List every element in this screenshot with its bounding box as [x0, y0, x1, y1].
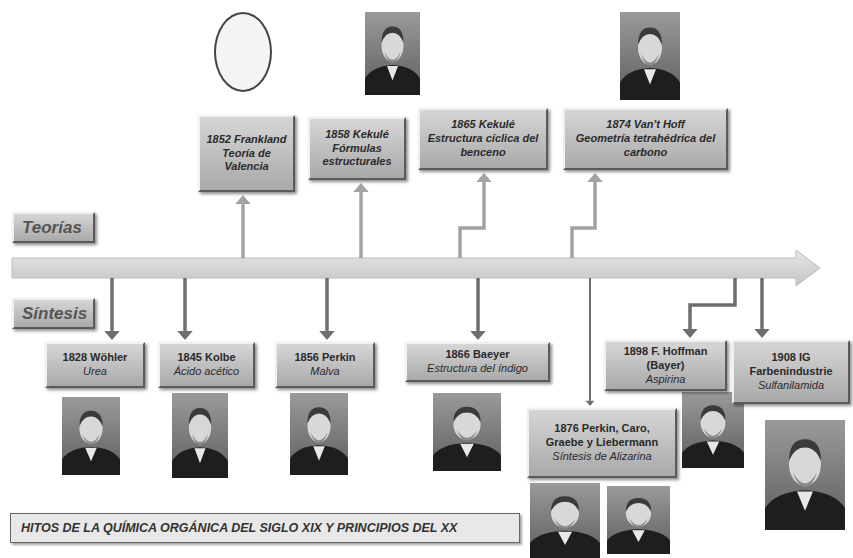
- theory-box: 1852 FranklandTeoría de Valencia: [198, 115, 295, 192]
- box-body: Malva: [310, 365, 339, 379]
- pointer-line: [760, 278, 764, 329]
- pointer-line: [572, 182, 595, 258]
- box-body: Teoría de Valencia: [205, 147, 288, 175]
- box-heading: 1874 Van't Hoff: [606, 118, 684, 132]
- synthesis-box: 1908 IG FarbenindustrieSulfanilamida: [732, 340, 850, 404]
- pointer-line: [110, 278, 114, 331]
- theory-box: 1874 Van't HoffGeometría tetrahédrica de…: [563, 108, 728, 170]
- diagram-title: HITOS DE LA QUÍMICA ORGÁNICA DEL SIGLO X…: [10, 513, 520, 543]
- box-body: Aspirina: [646, 373, 686, 387]
- pointer-line: [325, 278, 329, 331]
- box-heading: 1856 Perkin: [294, 351, 355, 365]
- box-body: Urea: [83, 365, 107, 379]
- arrow-head: [177, 331, 192, 340]
- portraits: [62, 12, 845, 558]
- row-tag: Teorías: [12, 212, 95, 243]
- box-heading: 1828 Wöhler: [63, 351, 128, 365]
- box-heading: 1866 Baeyer: [445, 348, 509, 362]
- pointer-line: [241, 204, 245, 258]
- arrow-head: [235, 195, 250, 204]
- synthesis-box: 1898 F. Hoffman (Bayer)Aspirina: [604, 340, 727, 391]
- arrow-head: [754, 329, 769, 338]
- box-heading: 1858 Kekulé: [325, 128, 389, 142]
- box-body: Sulfanilamida: [758, 379, 824, 393]
- arrow-head: [682, 329, 697, 338]
- box-heading: 1865 Kekulé: [451, 118, 515, 132]
- synthesis-box: 1828 WöhlerUrea: [45, 342, 145, 388]
- pointer-line: [460, 182, 484, 258]
- pointer-line: [589, 278, 591, 401]
- synthesis-box: 1845 KolbeÁcido acético: [158, 342, 255, 388]
- box-body: Geometría tetrahédrica del carbono: [570, 132, 721, 160]
- synthesis-box: 1876 Perkin, Caro, Graebe y LiebermannSí…: [527, 408, 677, 478]
- box-body: Fórmulas estructurales: [315, 142, 399, 170]
- arrow-head: [587, 173, 602, 182]
- synthesis-box: 1866 BaeyerEstructura del índigo: [405, 342, 550, 382]
- box-heading: Síntesis: [22, 303, 87, 324]
- pointer-line: [359, 192, 363, 258]
- box-heading: 1845 Kolbe: [177, 351, 235, 365]
- arrow-head: [353, 183, 368, 192]
- pointer-line: [476, 278, 480, 331]
- box-body: Estructura cíclica del benceno: [425, 132, 541, 160]
- arrow-head: [476, 173, 491, 182]
- theory-box: 1865 KekuléEstructura cíclica del bencen…: [418, 108, 548, 170]
- box-heading: 1876 Perkin, Caro, Graebe y Liebermann: [534, 422, 670, 450]
- theory-box: 1858 KekuléFórmulas estructurales: [308, 117, 406, 180]
- box-heading: 1852 Frankland: [206, 133, 286, 147]
- timeline-arrow: [12, 250, 820, 286]
- box-heading: 1898 F. Hoffman (Bayer): [611, 345, 720, 373]
- pointer-line: [690, 278, 735, 329]
- arrow-head: [104, 331, 119, 340]
- box-heading: Teorías: [22, 217, 82, 238]
- box-body: Síntesis de Alizarina: [552, 450, 651, 464]
- arrow-head: [319, 331, 334, 340]
- pointer-line: [183, 278, 187, 331]
- box-heading: 1908 IG Farbenindustrie: [739, 351, 843, 379]
- box-body: Ácido acético: [174, 365, 239, 379]
- arrow-head: [470, 331, 485, 340]
- box-body: Estructura del índigo: [427, 362, 528, 376]
- synthesis-box: 1856 PerkinMalva: [275, 342, 375, 388]
- arrow-head: [586, 401, 595, 406]
- row-tag: Síntesis: [12, 298, 95, 329]
